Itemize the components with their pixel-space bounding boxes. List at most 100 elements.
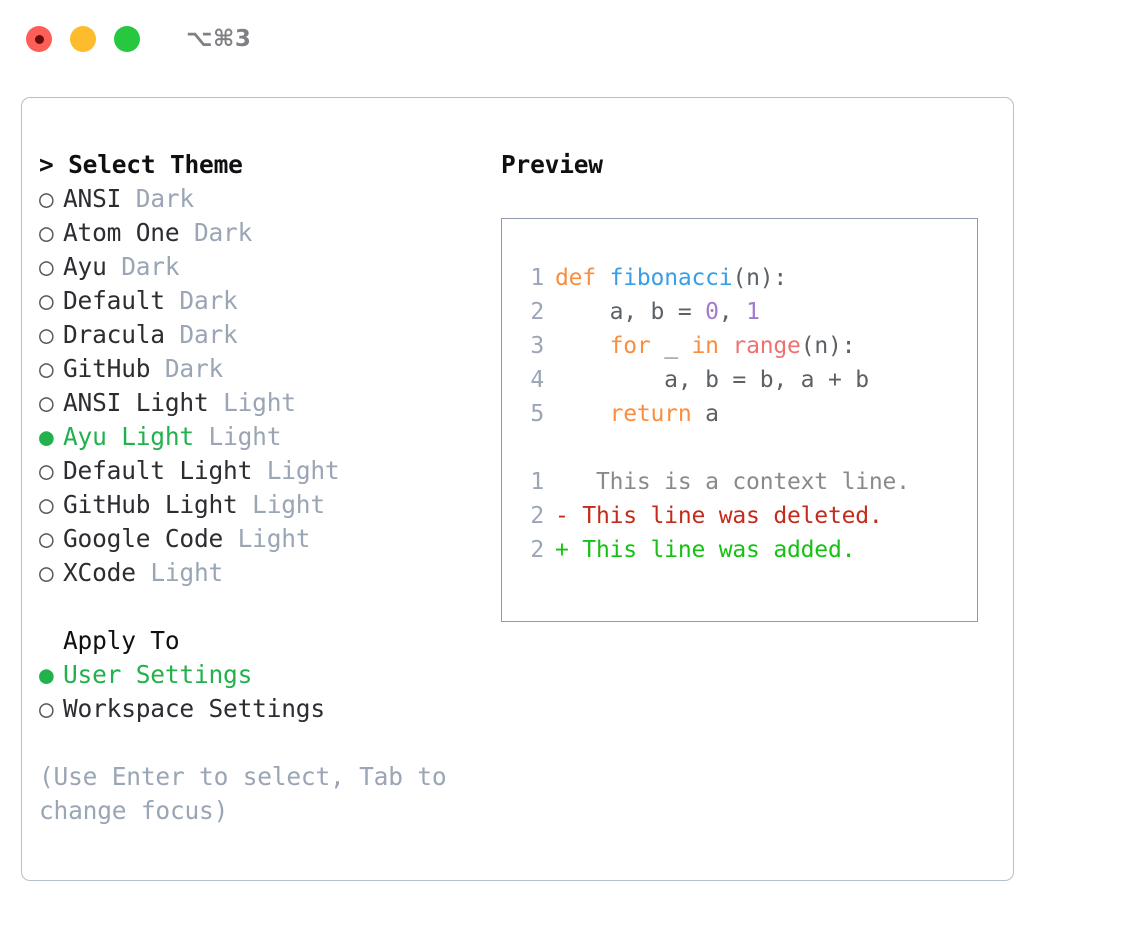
radio-unselected-icon: ○ (39, 694, 54, 723)
radio-unselected-icon: ○ (39, 456, 54, 485)
code-line: 5 return a (518, 397, 977, 431)
theme-option-label: Ayu Light (63, 422, 209, 451)
theme-variant-tag: Light (266, 456, 340, 485)
theme-variant-tag: Dark (164, 354, 224, 383)
radio-unselected-icon: ○ (39, 490, 54, 519)
theme-option-github[interactable]: ○ GitHub Dark (39, 352, 479, 386)
code-line-content: return a (555, 397, 719, 431)
theme-option-atom-one[interactable]: ○ Atom One Dark (39, 216, 479, 250)
theme-option-github-light[interactable]: ○ GitHub Light Light (39, 488, 479, 522)
radio-unselected-icon: ○ (39, 524, 54, 553)
close-window-button[interactable] (26, 26, 52, 52)
code-line: 2 a, b = 0, 1 (518, 295, 977, 329)
code-line: 3 for _ in range(n): (518, 329, 977, 363)
diff-line-number: 1 (530, 469, 544, 495)
code-line-number: 2 (530, 299, 544, 325)
radio-unselected-icon: ○ (39, 184, 54, 213)
theme-option-label: Google Code (63, 524, 238, 553)
theme-variant-tag: Light (150, 558, 224, 587)
code-token-num: 0 (705, 299, 719, 325)
radio-unselected-icon: ○ (39, 286, 54, 315)
theme-option-dracula[interactable]: ○Dracula Dark (39, 318, 479, 352)
theme-option-label: Atom One (63, 218, 194, 247)
theme-variant-tag: Light (252, 490, 325, 519)
title-bar: ⌥⌘3 (0, 0, 1140, 78)
code-line-content: a, b = 0, 1 (555, 295, 760, 329)
diff-line-number: 2 (530, 537, 544, 563)
radio-selected-icon: ● (39, 422, 54, 451)
apply-to-option-user-settings[interactable]: ● User Settings (39, 658, 479, 692)
theme-selector-column: > Select Theme ○ANSI Dark○Atom One Dark○… (39, 148, 479, 726)
theme-option-ayu[interactable]: ○Ayu Dark (39, 250, 479, 284)
theme-option-label: Default (63, 286, 180, 315)
code-token-plain: a, b = (555, 299, 706, 325)
theme-variant-tag: Dark (121, 252, 180, 281)
minimize-window-button[interactable] (70, 26, 96, 52)
code-token-plain: , (718, 299, 747, 325)
theme-option-label: ANSI (63, 184, 136, 213)
preview-heading: Preview (501, 150, 603, 179)
code-token-plain: _ (650, 333, 692, 359)
theme-option-xcode[interactable]: ○ XCode Light (39, 556, 479, 590)
diff-line-content: - This line was deleted. (555, 503, 883, 529)
apply-to-option-workspace-settings[interactable]: ○ Workspace Settings (39, 692, 479, 726)
theme-option-google-code[interactable]: ○Google Code Light (39, 522, 479, 556)
code-token-plain (596, 265, 610, 291)
code-line-number: 5 (530, 401, 544, 427)
radio-selected-icon: ● (39, 660, 54, 689)
theme-option-label: XCode (63, 558, 151, 587)
diff-line-del: 2 - This line was deleted. (518, 499, 977, 533)
theme-option-default[interactable]: ○Default Dark (39, 284, 479, 318)
theme-option-label: GitHub Light (63, 490, 253, 519)
code-token-plain: (n): (800, 333, 856, 359)
code-token-plain: a (691, 401, 719, 427)
code-line-number: 1 (530, 265, 544, 291)
code-line-content: for _ in range(n): (555, 329, 856, 363)
theme-option-default-light[interactable]: ○ Default Light Light (39, 454, 479, 488)
theme-option-list: ○ANSI Dark○Atom One Dark○Ayu Dark○Defaul… (39, 182, 479, 590)
maximize-window-button[interactable] (114, 26, 140, 52)
code-token-num: 1 (746, 299, 760, 325)
theme-option-label: GitHub (63, 354, 165, 383)
code-token-plain (719, 333, 733, 359)
theme-option-label: ANSI Light (63, 388, 224, 417)
code-token-plain (555, 401, 610, 427)
code-diff-spacer (518, 431, 977, 465)
apply-to-option-label: Workspace Settings (63, 694, 325, 723)
theme-option-ayu-light[interactable]: ● Ayu Light Light (39, 420, 479, 454)
code-token-kw: in (691, 333, 719, 359)
code-line-number: 4 (530, 367, 544, 393)
theme-variant-tag: Light (223, 388, 296, 417)
radio-unselected-icon: ○ (39, 558, 54, 587)
theme-option-ansi[interactable]: ○ ANSI Dark (39, 182, 479, 216)
diff-sample: 1 This is a context line.2- This line wa… (518, 465, 977, 567)
select-theme-heading: > Select Theme (39, 150, 243, 179)
theme-option-ansi-light[interactable]: ○ ANSI Light Light (39, 386, 479, 420)
apply-to-option-list: ● User Settings ○ Workspace Settings (39, 658, 479, 726)
theme-option-label: Dracula (63, 320, 180, 349)
diff-line-number: 2 (530, 503, 544, 529)
radio-unselected-icon: ○ (39, 388, 54, 417)
keyboard-hint-text: (Use Enter to select, Tab to change focu… (39, 762, 447, 825)
radio-unselected-icon: ○ (39, 354, 54, 383)
theme-variant-tag: Light (208, 422, 282, 451)
theme-option-label: Default Light (63, 456, 267, 485)
code-token-plain: a, b = b, a + b (555, 367, 869, 393)
code-token-kw: for (609, 333, 651, 359)
apply-to-option-label: User Settings (63, 660, 253, 689)
apply-to-heading: Apply To (63, 626, 180, 655)
theme-variant-tag: Dark (179, 320, 238, 349)
radio-unselected-icon: ○ (39, 218, 54, 247)
diff-line-content: + This line was added. (555, 537, 856, 563)
code-token-kw: return (609, 401, 692, 427)
code-token-plain (555, 333, 610, 359)
theme-variant-tag: Dark (135, 184, 194, 213)
diff-line-add: 2 + This line was added. (518, 533, 977, 567)
theme-variant-tag: Dark (193, 218, 253, 247)
window-title: ⌥⌘3 (186, 26, 252, 52)
radio-unselected-icon: ○ (39, 252, 54, 281)
